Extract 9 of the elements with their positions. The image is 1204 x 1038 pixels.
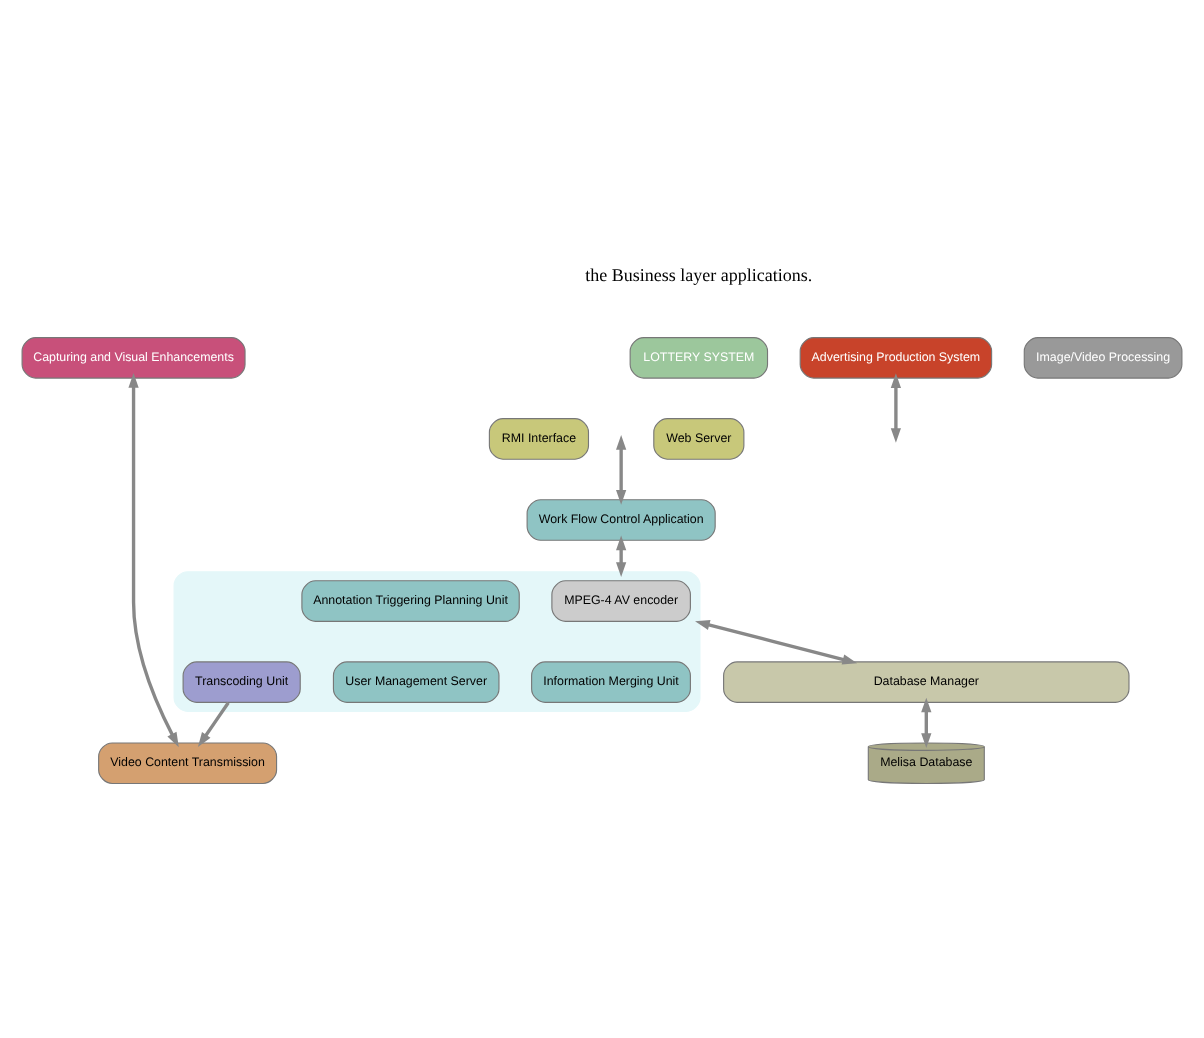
label: the Business layer applications. [585,264,813,285]
arrow [128,372,179,747]
arrow [197,700,230,747]
arrow [616,534,627,576]
arrow [695,618,858,664]
cluster [173,570,701,711]
arrow [616,434,627,504]
arrow [921,696,932,747]
arrow [890,372,902,442]
